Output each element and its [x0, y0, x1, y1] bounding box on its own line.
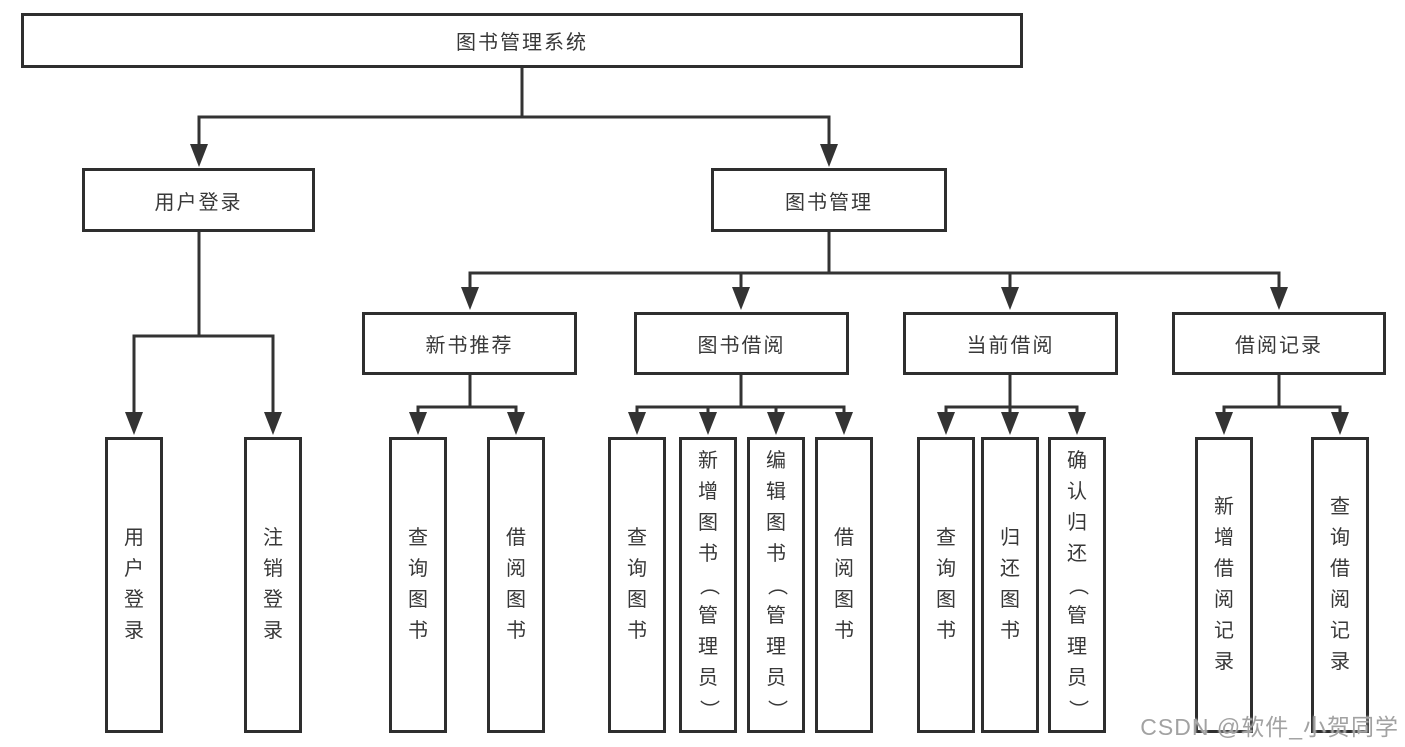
leaf-cb-confirm-return-admin: 确认归还（管理员）	[1048, 437, 1106, 733]
leaf-label: 新增图书（管理员）	[697, 449, 720, 720]
leaf-rec-borrow-books: 借阅图书	[487, 437, 545, 733]
leaf-bb-borrow-books: 借阅图书	[815, 437, 873, 733]
arrow-icon	[835, 412, 853, 435]
arrow-icon	[820, 144, 838, 167]
node-book-borrow: 图书借阅	[634, 312, 849, 375]
leaf-label: 编辑图书（管理员）	[765, 449, 788, 720]
csdn-watermark: CSDN @软件_小贺同学	[1140, 714, 1399, 740]
arrow-icon	[732, 287, 750, 310]
arrow-icon	[190, 144, 208, 167]
edge-level1-rail	[197, 115, 831, 150]
arrow-icon	[409, 412, 427, 435]
arrow-icon	[125, 412, 143, 435]
arrow-icon	[1001, 412, 1019, 435]
node-borrow-records: 借阅记录	[1172, 312, 1386, 375]
leaf-label: 归还图书	[1000, 527, 1020, 642]
leaf-user-login: 用户登录	[105, 437, 163, 733]
arrow-icon	[628, 412, 646, 435]
node-book-management: 图书管理	[711, 168, 947, 232]
leaf-label: 借阅图书	[834, 527, 854, 642]
node-current-borrow: 当前借阅	[903, 312, 1118, 375]
leaf-br-query-record: 查询借阅记录	[1311, 437, 1369, 733]
leaf-logout: 注销登录	[244, 437, 302, 733]
leaf-label: 查询图书	[936, 527, 956, 642]
leaf-label: 借阅图书	[506, 527, 526, 642]
leaf-label: 新增借阅记录	[1214, 496, 1234, 673]
edge-rec-rail	[416, 405, 518, 420]
arrow-icon	[461, 287, 479, 310]
edge-level3-rail	[468, 271, 1281, 292]
arrow-icon	[1270, 287, 1288, 310]
arrow-icon	[264, 412, 282, 435]
node-root-system: 图书管理系统	[21, 13, 1023, 68]
edge-bb-rail	[635, 405, 846, 420]
leaf-br-add-record: 新增借阅记录	[1195, 437, 1253, 733]
leaf-label: 查询图书	[627, 527, 647, 642]
arrow-icon	[767, 412, 785, 435]
node-new-book-recommend: 新书推荐	[362, 312, 577, 375]
arrow-icon	[1331, 412, 1349, 435]
leaf-cb-query-books: 查询图书	[917, 437, 975, 733]
arrow-icon	[507, 412, 525, 435]
leaf-label: 确认归还（管理员）	[1066, 449, 1089, 720]
edge-userlogin-rail	[132, 334, 275, 418]
leaf-label: 查询图书	[408, 527, 428, 642]
leaf-bb-query-books: 查询图书	[608, 437, 666, 733]
leaf-label: 注销登录	[263, 527, 283, 642]
arrow-icon	[937, 412, 955, 435]
arrow-icon	[1215, 412, 1233, 435]
arrow-icon	[1068, 412, 1086, 435]
arrow-icon	[1001, 287, 1019, 310]
leaf-label: 查询借阅记录	[1330, 496, 1350, 673]
arrow-icon	[699, 412, 717, 435]
node-user-login: 用户登录	[82, 168, 315, 232]
leaf-label: 用户登录	[124, 527, 144, 642]
leaf-cb-return-books: 归还图书	[981, 437, 1039, 733]
leaf-bb-edit-books-admin: 编辑图书（管理员）	[747, 437, 805, 733]
edge-br-rail	[1222, 405, 1342, 420]
leaf-bb-add-books-admin: 新增图书（管理员）	[679, 437, 737, 733]
leaf-rec-query-books: 查询图书	[389, 437, 447, 733]
